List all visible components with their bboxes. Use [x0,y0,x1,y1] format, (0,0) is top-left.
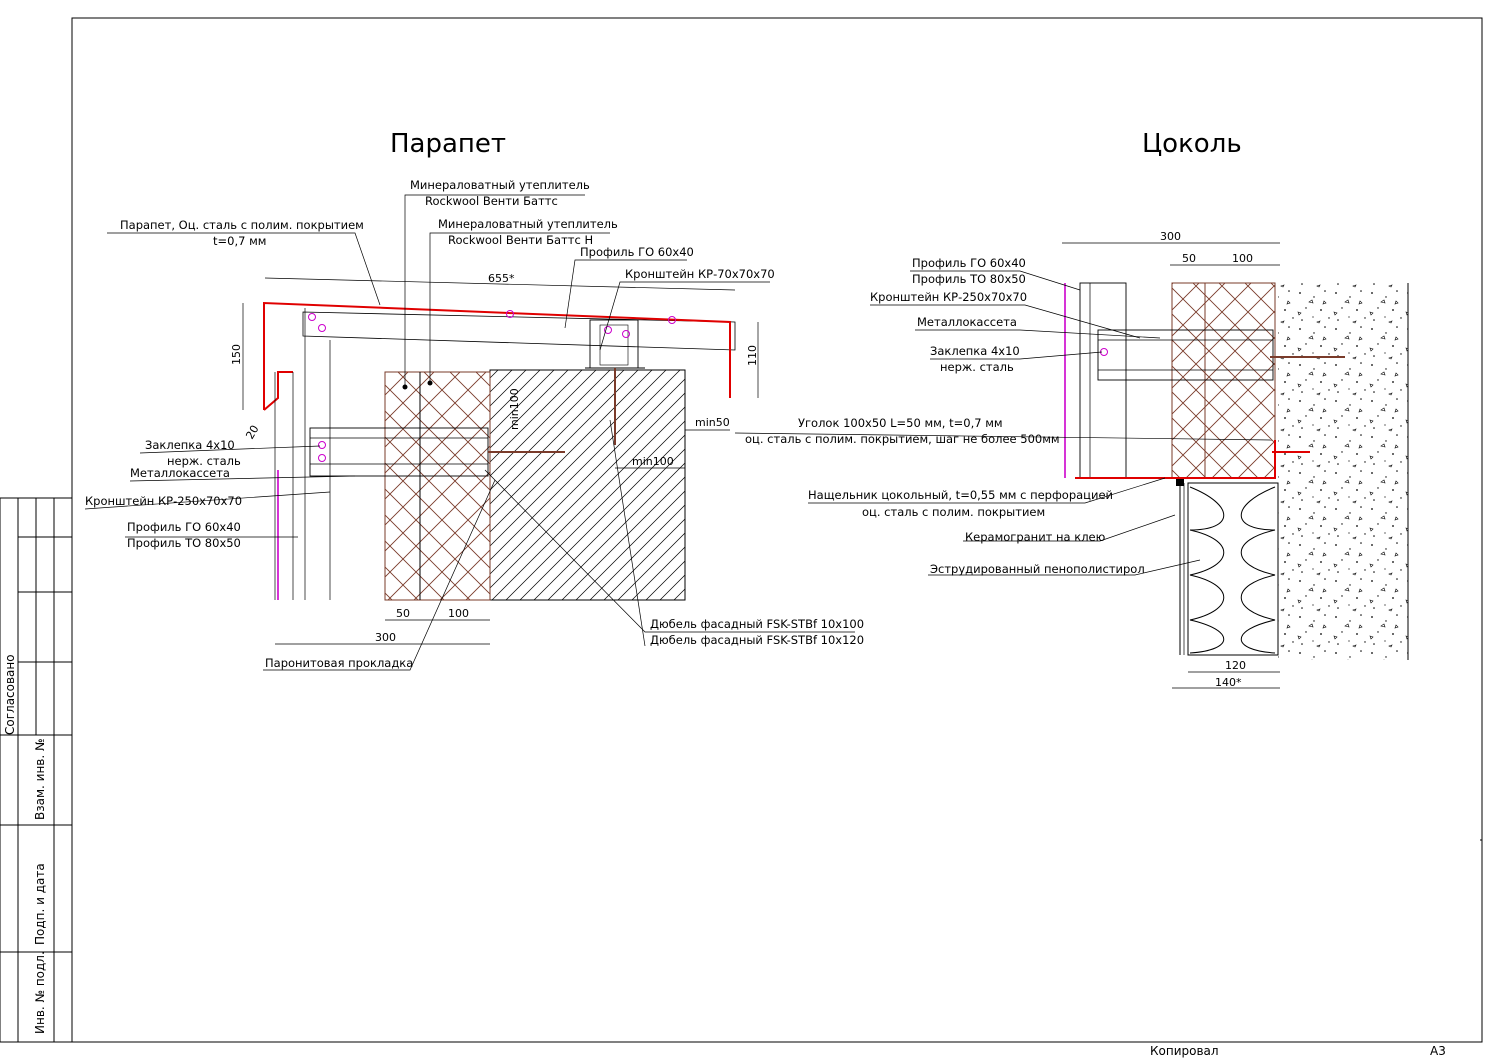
lbl-bracket-small: Кронштейн КР-70х70х70 [625,267,775,281]
stamp-replace-inv: Взам. инв. № [33,739,47,820]
dim-min100-h: min100 [632,455,674,468]
plinth-concrete [1278,283,1408,660]
parapet-insulation-inner [419,371,491,601]
title-plinth: Цоколь [1142,129,1242,159]
dim-110: 110 [746,345,759,366]
lbl-gasket: Паронитовая прокладка [265,656,413,670]
stamp-agreed: Согласовано [3,654,17,735]
title-parapet: Парапет [390,129,506,159]
lbl-cassette: Металлокассета [130,466,230,480]
footer-format: А3 [1430,1044,1446,1058]
plinth-lbl-angle-l2: оц. сталь с полим. покрытием, шаг не бол… [745,432,1060,446]
plinth-detail: 300 50 100 120 140* Профиль ГО 60х40 Про… [734,230,1409,689]
dim-100: 100 [448,607,469,620]
lbl-profile-go: Профиль ГО 60х40 [127,520,241,534]
lbl-insulation2-l2: Rockwool Венти Баттс Н [448,233,593,247]
plinth-xps [1187,482,1279,656]
dim-20: 20 [243,423,261,442]
plinth-lbl-profile-to: Профиль ТО 80х50 [912,272,1026,286]
lbl-rivet-l2: нерж. сталь [167,454,241,468]
dim-min100-v: min100 [508,388,521,430]
plinth-lbl-bracket: Кронштейн КР-250х70х70 [870,290,1027,304]
plinth-lbl-flashing-l2: оц. сталь с полим. покрытием [862,505,1045,519]
plinth-dim-120: 120 [1225,659,1246,672]
footer-copied: Копировал [1150,1044,1219,1058]
dim-150: 150 [230,344,243,365]
parapet-detail: 655* 150 110 20 min100 min50 min100 50 1… [84,178,864,671]
lbl-dowel1: Дюбель фасадный FSK-STBf 10х100 [650,617,864,631]
plinth-lbl-xps: Эструдированный пенополистирол [930,562,1145,576]
parapet-insulation-outer [384,371,421,601]
plinth-lbl-profile-go: Профиль ГО 60х40 [912,256,1026,270]
dim-50: 50 [396,607,410,620]
plinth-dim-140: 140* [1215,676,1242,689]
stamp-sign-date: Подп. и дата [33,863,47,945]
lbl-rivet-l1: Заклепка 4х10 [145,438,235,452]
dim-300: 300 [375,631,396,644]
plinth-lbl-flashing-l1: Нащельник цокольный, t=0,55 мм с перфора… [808,488,1113,502]
lbl-insulation2-l1: Минераловатный утеплитель [438,217,618,231]
plinth-insulation-outer [1171,282,1206,479]
lbl-dowel2: Дюбель фасадный FSK-STBf 10х120 [650,633,864,647]
plinth-lbl-angle-l1: Уголок 100х50 L=50 мм, t=0,7 мм [798,416,1003,430]
stamp-inv-orig: Инв. № подл. [33,951,47,1034]
lbl-profile-go-top: Профиль ГО 60х40 [580,245,694,259]
parapet-flashing [263,301,731,410]
lbl-profile-to: Профиль ТО 80х50 [127,536,241,550]
plinth-lbl-cassette: Металлокассета [917,315,1017,329]
plinth-insulation-inner [1204,282,1276,479]
lbl-bracket-large: Кронштейн КР-250х70х70 [85,494,242,508]
lbl-parapet-l1: Парапет, Оц. сталь с полим. покрытием [120,218,364,232]
lbl-insulation1-l2: Rockwool Венти Баттс [425,194,558,208]
lbl-insulation1-l1: Минераловатный утеплитель [410,178,590,192]
lbl-parapet-l2: t=0,7 мм [213,234,266,248]
plinth-dim-300: 300 [1160,230,1181,243]
dim-655: 655* [488,272,515,285]
dim-min50: min50 [695,416,730,429]
plinth-dim-50: 50 [1182,252,1196,265]
plinth-dim-100: 100 [1232,252,1253,265]
binding-stamp: Согласовано Взам. инв. № Подп. и дата Ин… [0,497,73,1043]
plinth-lbl-rivet-l1: Заклепка 4х10 [930,344,1020,358]
plinth-lbl-rivet-l2: нерж. сталь [940,360,1014,374]
plinth-lbl-ceramic: Керамогранит на клею [965,530,1106,544]
